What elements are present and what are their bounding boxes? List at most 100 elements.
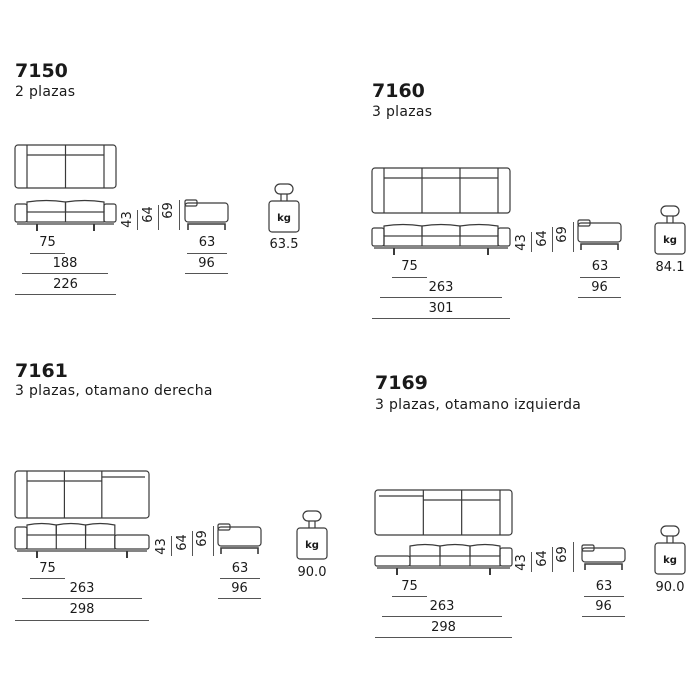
- weight-knob: [274, 183, 294, 195]
- dim-line: [185, 273, 228, 274]
- dim-line: [30, 253, 65, 254]
- ottoman: [114, 534, 150, 550]
- dim-line: [218, 598, 261, 599]
- dim-seat-depth: 75: [401, 579, 418, 594]
- dim-side-seat-depth: 63: [595, 579, 613, 594]
- back-cushion: [469, 543, 501, 556]
- dim-line: [578, 297, 621, 298]
- dim-line: [582, 616, 625, 617]
- sofa-side-view: [217, 526, 262, 547]
- dim-depth: 96: [595, 599, 612, 614]
- sofa-top-view: [14, 470, 150, 519]
- weight-knob: [302, 510, 322, 522]
- back-cushion: [26, 522, 57, 535]
- sofa-top-view: [374, 489, 513, 536]
- dim-total-width: 226: [53, 277, 78, 292]
- back-cushion: [421, 223, 461, 236]
- side-arm: [217, 523, 231, 531]
- side-legs: [187, 223, 226, 230]
- model-description: 3 plazas, otamano derecha: [15, 383, 213, 399]
- dim-line: [382, 616, 502, 617]
- dim-line: [380, 297, 502, 298]
- dim-line: [580, 277, 620, 278]
- side-arm: [581, 544, 595, 552]
- dim-line: [372, 318, 510, 319]
- dim-line: [573, 542, 574, 572]
- dim-arm-height: 64: [534, 230, 550, 247]
- dim-seat-height: 43: [513, 554, 529, 571]
- dim-arm-height: 64: [140, 206, 156, 223]
- dim-back-height: 69: [554, 546, 570, 563]
- weight-unit: kg: [305, 540, 319, 551]
- back-cushion: [409, 543, 441, 556]
- dim-line: [22, 598, 142, 599]
- weight-icon: [654, 542, 686, 575]
- back-cushion: [55, 522, 87, 535]
- dim-line: [192, 531, 193, 556]
- weight-value: 63.5: [269, 237, 299, 252]
- dim-line: [552, 227, 553, 252]
- dim-inner-width: 263: [69, 581, 95, 596]
- sofa-arm-left: [14, 203, 28, 223]
- dim-line: [220, 578, 260, 579]
- dim-inner-width: 188: [52, 256, 78, 271]
- weight-unit: kg: [663, 235, 677, 246]
- back-cushion: [84, 522, 116, 535]
- dim-line: [179, 200, 180, 230]
- dim-line: [158, 205, 159, 230]
- dim-line: [584, 596, 624, 597]
- dim-depth: 96: [591, 280, 608, 295]
- back-cushion: [439, 543, 471, 556]
- dim-seat-height: 43: [153, 538, 169, 555]
- model-code: 7161: [15, 360, 68, 382]
- side-legs: [220, 547, 259, 554]
- dim-line: [22, 273, 108, 274]
- seat-base: [383, 235, 499, 247]
- model-code: 7150: [15, 60, 68, 82]
- dim-seat-height: 43: [513, 234, 529, 251]
- back-cushion: [26, 199, 67, 212]
- weight-value: 90.0: [655, 580, 685, 595]
- dim-total-width: 298: [431, 620, 456, 635]
- dim-line: [552, 547, 553, 572]
- side-legs: [580, 243, 619, 250]
- dim-line: [392, 277, 427, 278]
- side-arm: [577, 219, 591, 227]
- dim-back-height: 69: [554, 226, 570, 243]
- weight-icon: [268, 200, 300, 233]
- dim-side-seat-depth: 63: [591, 259, 609, 274]
- back-cushion: [64, 199, 105, 212]
- side-arm: [184, 199, 198, 207]
- sofa-arm-right: [499, 547, 513, 567]
- dim-total-width: 301: [428, 301, 454, 316]
- model-description: 3 plazas: [372, 104, 433, 120]
- sofa-side-view: [581, 547, 626, 563]
- sofa-side-view: [184, 202, 229, 223]
- dim-depth: 96: [198, 256, 215, 271]
- dim-arm-height: 64: [174, 534, 190, 551]
- back-cushion: [383, 223, 423, 236]
- dim-depth: 96: [231, 581, 248, 596]
- sofa-side-view: [577, 222, 622, 243]
- dim-line: [531, 552, 532, 572]
- dim-back-height: 69: [160, 202, 176, 219]
- dim-line: [15, 294, 116, 295]
- dim-seat-depth: 75: [39, 561, 56, 576]
- weight-unit: kg: [277, 213, 291, 224]
- dim-line: [187, 253, 227, 254]
- dim-seat-depth: 75: [401, 259, 418, 274]
- side-legs: [584, 563, 623, 570]
- back-cushion: [459, 223, 499, 236]
- dim-seat-height: 43: [119, 211, 135, 228]
- dim-arm-height: 64: [534, 550, 550, 567]
- sofa-arm-left: [14, 526, 28, 550]
- dim-side-seat-depth: 63: [231, 561, 249, 576]
- dim-line: [573, 222, 574, 252]
- sofa-arm-right: [103, 203, 117, 223]
- dim-inner-width: 263: [429, 599, 455, 614]
- seat-base: [26, 534, 116, 550]
- dim-inner-width: 263: [428, 280, 454, 295]
- dim-line: [137, 210, 138, 230]
- dim-total-width: 298: [69, 602, 95, 617]
